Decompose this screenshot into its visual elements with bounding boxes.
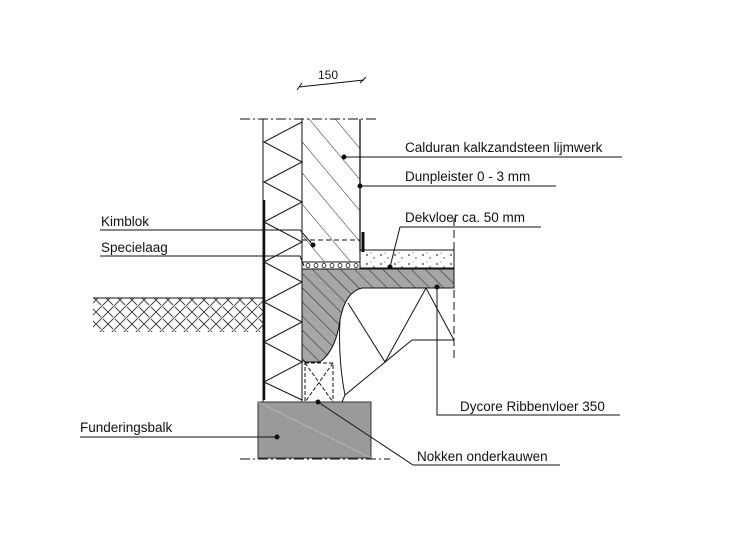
label-funderingsbalk: Funderingsbalk <box>80 420 173 435</box>
label-dycore: Dycore Ribbenvloer 350 <box>460 399 605 414</box>
label-dunpleister: Dunpleister 0 - 3 mm <box>405 169 530 184</box>
leader-dots <box>274 154 440 440</box>
ground-hatch <box>93 298 263 332</box>
label-dekvloer: Dekvloer ca. 50 mm <box>405 210 525 225</box>
label-nokken: Nokken onderkauwen <box>417 449 548 464</box>
label-specielaag: Specielaag <box>101 240 168 255</box>
dycore-floor-slab <box>301 218 455 403</box>
calduran-wall <box>302 119 360 262</box>
dimension-150: 150 <box>296 68 367 91</box>
label-kimblok: Kimblok <box>101 214 149 229</box>
dimension-label: 150 <box>318 68 338 82</box>
leaders <box>80 156 622 466</box>
label-calduran: Calduran kalkzandsteen lijmwerk <box>405 140 603 155</box>
specielaag-layer <box>301 261 361 270</box>
insulation <box>262 119 304 402</box>
dekvloer-screed <box>359 249 455 269</box>
